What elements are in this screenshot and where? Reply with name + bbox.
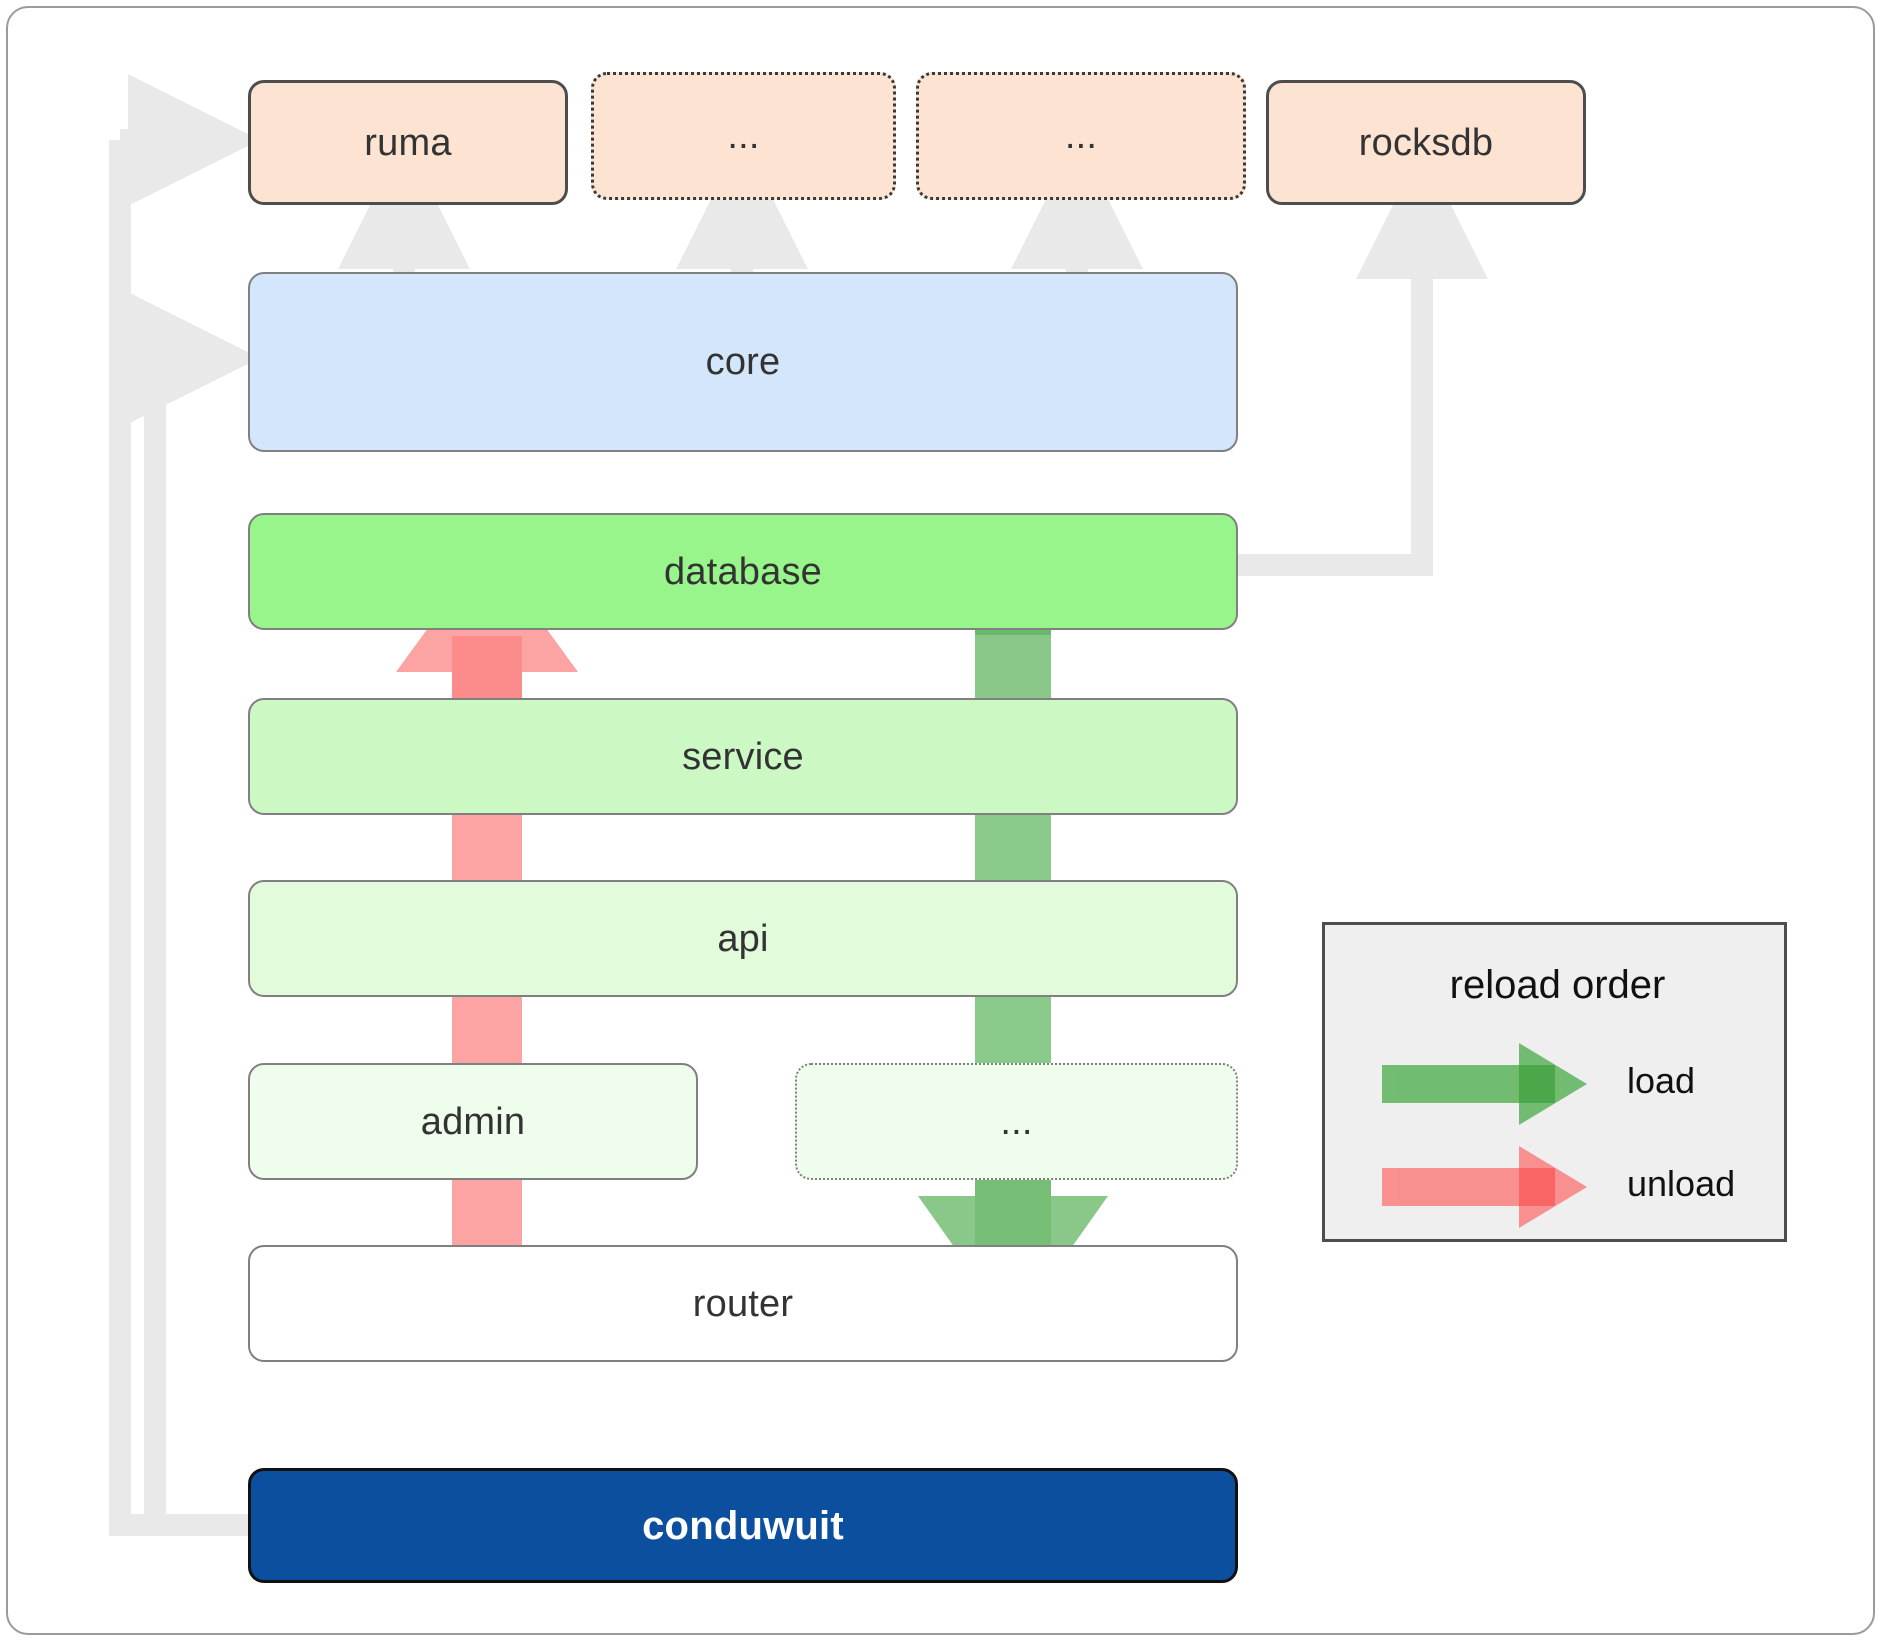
crate-node-core[interactable]: core — [248, 272, 1238, 452]
dependency-label-2: ... — [727, 115, 760, 157]
legend-load-arrow — [1382, 1043, 1587, 1125]
legend-label-unload: unload — [1627, 1163, 1736, 1204]
crate-label-core: core — [705, 341, 781, 383]
crate-label-more: ... — [1000, 1100, 1033, 1143]
crate-label-api: api — [717, 917, 769, 960]
root-label-conduwuit: conduwuit — [642, 1503, 844, 1548]
dependency-node-rocksdb[interactable]: rocksdb — [1266, 80, 1586, 205]
crate-node-admin[interactable]: admin — [248, 1063, 698, 1180]
crate-node-database[interactable]: database — [248, 513, 1238, 630]
dependency-node-2[interactable]: ... — [591, 72, 896, 200]
crate-label-service: service — [682, 735, 804, 778]
crate-node-service[interactable]: service — [248, 698, 1238, 815]
legend-unload-arrow — [1382, 1146, 1587, 1228]
diagram-frame — [6, 6, 1875, 1635]
crate-label-database: database — [664, 550, 822, 593]
crate-node-router[interactable]: router — [248, 1245, 1238, 1362]
dependency-label-ruma: ruma — [364, 121, 452, 164]
root-node-conduwuit[interactable]: conduwuit — [248, 1468, 1238, 1583]
legend-title: reload order — [1449, 963, 1666, 1007]
legend-arrow-layer — [1382, 1043, 1587, 1228]
legend-label-load: load — [1627, 1060, 1696, 1101]
dependency-node-3[interactable]: ... — [916, 72, 1246, 200]
dependency-node-ruma[interactable]: ruma — [248, 80, 568, 205]
crate-node-api[interactable]: api — [248, 880, 1238, 997]
crate-label-admin: admin — [420, 1100, 526, 1143]
crate-label-router: router — [692, 1282, 794, 1325]
legend-panel: reload order load unload — [1322, 922, 1787, 1242]
dependency-label-rocksdb: rocksdb — [1358, 121, 1494, 164]
dependency-label-3: ... — [1064, 115, 1098, 157]
crate-node-more[interactable]: ... — [795, 1063, 1238, 1180]
